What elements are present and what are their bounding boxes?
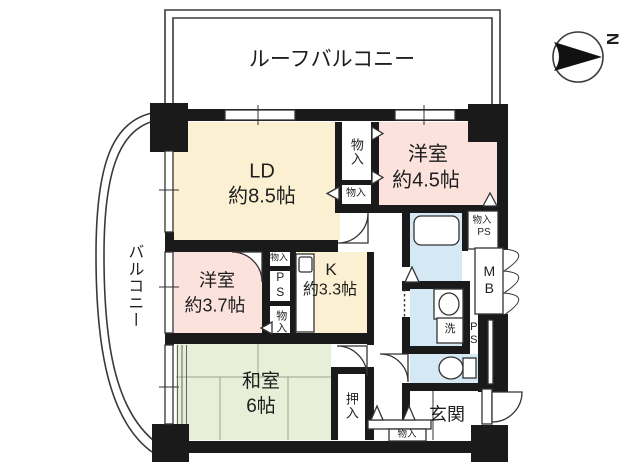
pillar-bottom-left [152, 424, 189, 462]
window-top-ld [224, 109, 296, 121]
door-swings [231, 125, 523, 423]
kitchen-size-label: 約3.3帖 [302, 281, 358, 299]
toilet-door [379, 353, 409, 383]
sink-basin [438, 292, 460, 316]
closet-label-3: 物入 [269, 252, 289, 263]
meter-box-louver-2 [502, 270, 519, 294]
fold-door-mark-bath [403, 265, 421, 283]
compass-circle [552, 31, 604, 83]
balcony-outlines [95, 9, 501, 453]
pillar-top-right [468, 104, 508, 142]
shoe-shelf [367, 419, 432, 430]
balcony-label: バルコニー [125, 243, 143, 329]
roof-balcony-label: ルーフバルコニー [248, 47, 416, 71]
japanese-room-floor [176, 344, 331, 440]
tatami-lines [176, 344, 331, 440]
living-dining-floor [173, 122, 340, 240]
western-room-2-floor [174, 252, 262, 333]
tatami-label: 和室 [241, 371, 281, 393]
ps-label-3: PS [467, 321, 480, 347]
kitchen-label: K [325, 260, 337, 280]
western1-size-label: 約4.5帖 [392, 169, 460, 192]
washer-space [436, 317, 464, 344]
shoe-closet-label-box [388, 428, 427, 442]
window-left-tatami [164, 344, 174, 425]
kitchen-counter [295, 253, 315, 333]
western1-label: 洋室 [408, 143, 448, 166]
compass-needle-icon [554, 42, 602, 71]
pillar-top-left [150, 103, 188, 152]
fixtures [295, 210, 504, 442]
fold-door-mark-shoe-1 [370, 404, 384, 421]
washer-label: 洗 [444, 323, 456, 336]
sliding-door-mark-4 [259, 320, 273, 336]
window-left-ld [164, 150, 174, 233]
front-door-leaf [481, 388, 493, 425]
entrance-label: 玄関 [429, 404, 465, 425]
closet-label-6: 物入 [397, 429, 417, 441]
ps-label-1: PS [273, 270, 288, 300]
closet-label-5: 物入 [472, 215, 492, 227]
pillar-bottom-right [471, 425, 508, 462]
closet-label-2: 物入 [346, 187, 366, 199]
sliding-door-mark-2 [371, 169, 385, 186]
living-dining-door [337, 212, 369, 244]
window-left-western2 [164, 251, 174, 334]
pipe-shaft [487, 319, 494, 385]
meter-box-label: MB [481, 263, 498, 297]
storage-ps-box [467, 210, 499, 250]
north-label: N [602, 32, 622, 46]
toilet-tank [462, 357, 477, 379]
sliding-door-mark-1 [371, 125, 385, 142]
closet-label-4: 物入 [274, 310, 287, 334]
fold-door-mark-shoe-2 [402, 404, 416, 421]
ps-label-2: PS [477, 226, 491, 238]
meter-box [474, 247, 504, 315]
western2-size-label: 約3.7帖 [184, 295, 246, 316]
meter-box-louver-1 [502, 248, 519, 272]
front-door-swing [491, 391, 523, 423]
western-room-2-door [231, 251, 263, 283]
windows [159, 105, 456, 425]
toilet-bowl [438, 356, 464, 380]
fold-door-mark-western1 [481, 191, 499, 207]
meter-box-louver-3 [502, 292, 519, 316]
ld-label: LD [249, 160, 275, 183]
ld-size-label: 約8.5帖 [228, 185, 296, 208]
oshiire-label: 押入 [343, 392, 359, 420]
sliding-door-mark-3 [325, 185, 340, 202]
kitchen-sink [298, 256, 313, 273]
bathtub [413, 215, 460, 246]
closet-label-1: 物入 [348, 138, 364, 166]
compass [552, 31, 604, 83]
window-top-western1 [394, 109, 456, 121]
tatami-size-label: 6帖 [246, 396, 276, 418]
japanese-room-door [336, 345, 368, 377]
western2-label: 洋室 [199, 270, 235, 291]
